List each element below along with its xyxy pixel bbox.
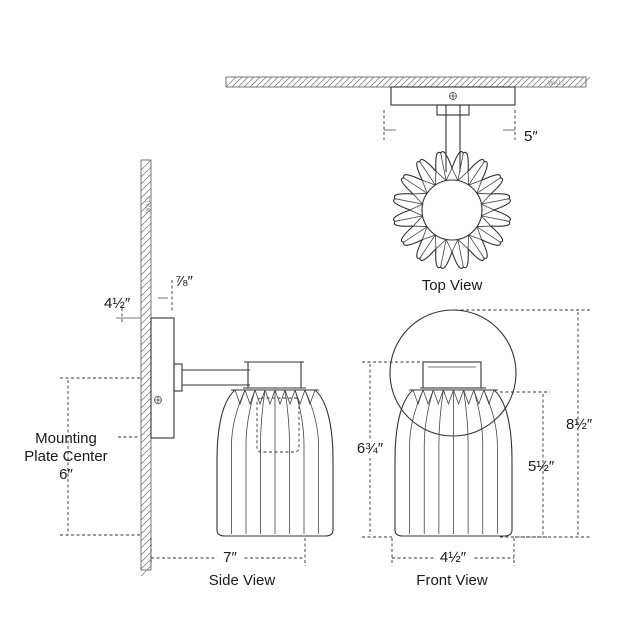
overall-height-value: 8½″ [566,416,593,433]
top-arm [445,105,461,172]
side-arm [182,369,250,386]
side-wall: WALL [140,159,152,577]
side-screw [154,396,162,404]
side-bulb-outline [256,397,300,453]
front-view-label: Front View [416,572,488,589]
front-socket-cup [422,361,482,389]
mounting-center-value: 6″ [59,466,73,483]
side-view-label: Side View [209,572,276,589]
front-width-dimension: 4½″ [391,538,515,566]
top-screw [449,92,457,100]
plate-thickness-dimension: ⅞″ [158,273,194,312]
top-depth-dimension: 5″ [383,110,538,145]
top-view-label: Top View [422,277,483,294]
top-wall-label: WALL [548,81,566,87]
shade-height-small-dimension: 5½″ [500,391,555,538]
plate-thickness-value: ⅞″ [175,273,194,290]
front-view: 6¾″ 5½″ 8½″ 4½″ Front View [356,309,593,589]
mounting-center-line2: Plate Center [24,448,107,465]
side-mounting-plate [150,317,175,439]
mounting-center-dimension: Mounting Plate Center 6″ [24,377,140,536]
front-shade [394,389,513,537]
side-socket-cup [244,361,304,388]
top-depth-value: 5″ [524,128,538,145]
front-width-value: 4½″ [440,549,467,566]
top-wall: WALL [225,76,591,88]
shade-height-small-value: 5½″ [528,458,555,475]
side-depth-value: 7″ [223,549,237,566]
plate-offset-value: 4½″ [104,295,131,312]
side-shade [216,389,334,537]
side-view: WALL ⅞″ 4½″ [24,159,334,589]
side-wall-label: WALL [146,195,152,213]
top-shade [393,151,511,269]
side-depth-dimension: 7″ [150,538,306,566]
shade-height-value: 6¾″ [357,440,384,457]
overall-height-dimension: 8½″ [455,309,593,538]
top-view: WALL 5″ Top View [225,76,591,294]
mounting-center-line1: Mounting [35,430,97,447]
front-backplate [389,309,517,437]
shade-height-dimension: 6¾″ [356,361,420,538]
plate-offset-dimension: 4½″ [104,295,140,322]
